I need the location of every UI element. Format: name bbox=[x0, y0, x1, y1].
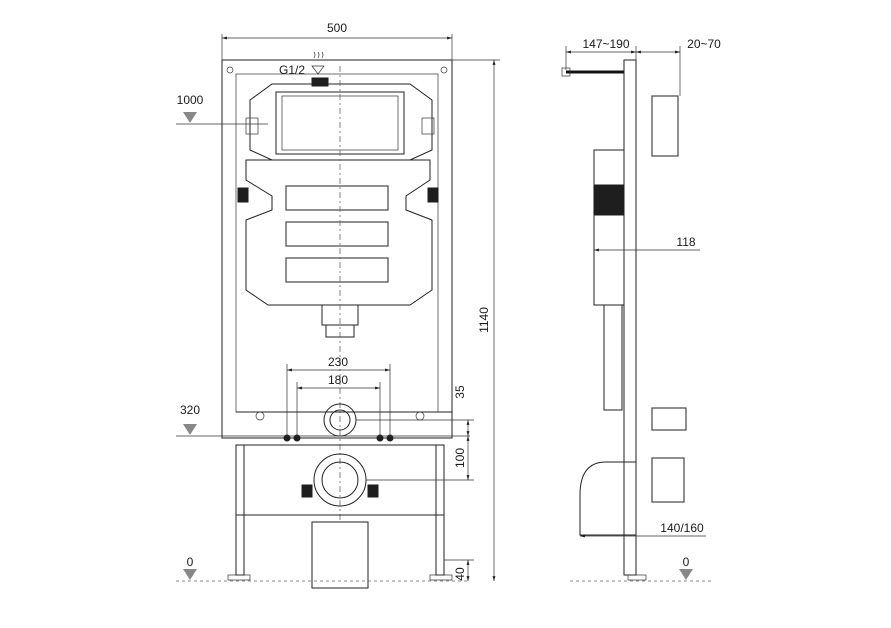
height-label: 1140 bbox=[477, 307, 491, 333]
inlet-marker-icon bbox=[311, 65, 325, 75]
water-symbol-icon bbox=[313, 51, 324, 59]
leg-left bbox=[235, 444, 245, 576]
side-clamp-right bbox=[427, 187, 439, 203]
frame-outline bbox=[221, 59, 453, 439]
flush-plate-side bbox=[651, 95, 679, 157]
front-view bbox=[176, 59, 470, 589]
depth-118-label: 118 bbox=[676, 235, 695, 249]
flush-pipe-side bbox=[603, 304, 623, 411]
outlet-range-label: 140/160 bbox=[660, 521, 704, 535]
cistern-window-1 bbox=[285, 185, 389, 211]
foot-left bbox=[227, 574, 251, 581]
cistern-window-3 bbox=[285, 257, 389, 283]
cistern-body bbox=[245, 159, 433, 306]
level-1000-marker-icon bbox=[183, 112, 197, 123]
level-0-side-label: 0 bbox=[683, 555, 690, 569]
side-view bbox=[561, 59, 712, 582]
frame-bolt-tr bbox=[440, 66, 448, 74]
side-bracket bbox=[593, 184, 625, 216]
level-1000-label: 1000 bbox=[177, 93, 204, 107]
width-label: 500 bbox=[327, 21, 347, 35]
flush-outlet-side bbox=[651, 407, 687, 431]
spacing-180-label: 180 bbox=[328, 373, 348, 387]
level-0-label: 0 bbox=[187, 555, 194, 569]
drain-bend bbox=[579, 461, 636, 536]
cistern-clip-right bbox=[421, 117, 435, 135]
cistern-window-2 bbox=[285, 221, 389, 247]
inlet-valve bbox=[311, 77, 329, 87]
offset-40-label: 40 bbox=[453, 567, 467, 581]
level-0-marker-icon bbox=[183, 569, 197, 580]
inlet-label: G1/2 bbox=[279, 63, 305, 77]
side-frame bbox=[623, 59, 637, 576]
offset-35-label: 35 bbox=[453, 385, 467, 399]
side-clamp-left bbox=[237, 187, 249, 203]
frame-bolt-tl bbox=[226, 66, 234, 74]
offset-100-label: 100 bbox=[453, 448, 467, 468]
level-320-label: 320 bbox=[180, 403, 200, 417]
drain-outlet-side bbox=[651, 457, 685, 503]
cistern-side bbox=[593, 149, 625, 306]
spacing-230-label: 230 bbox=[328, 355, 348, 369]
drain-inner bbox=[321, 461, 359, 499]
level-320-marker-icon bbox=[183, 424, 197, 435]
plate-hole-left bbox=[255, 411, 265, 421]
flush-outlet-inner bbox=[329, 409, 351, 431]
level-0-side-marker-icon bbox=[679, 569, 693, 580]
drain-clip-left bbox=[301, 484, 313, 498]
leg-right bbox=[435, 444, 445, 576]
plate-hole-right bbox=[415, 411, 425, 421]
drain-clip-right bbox=[367, 484, 379, 498]
side-foot bbox=[627, 574, 647, 581]
foot-right bbox=[429, 574, 453, 581]
cistern-clip-left bbox=[245, 117, 259, 135]
dimensions: 500 G1/2 1000 1140 230 180 320 35 10 bbox=[176, 21, 721, 581]
depth-range-label: 147~190 bbox=[582, 37, 629, 51]
wall-range-label: 20~70 bbox=[687, 37, 721, 51]
cistern-top bbox=[249, 83, 433, 161]
drain-pipe bbox=[311, 521, 369, 589]
